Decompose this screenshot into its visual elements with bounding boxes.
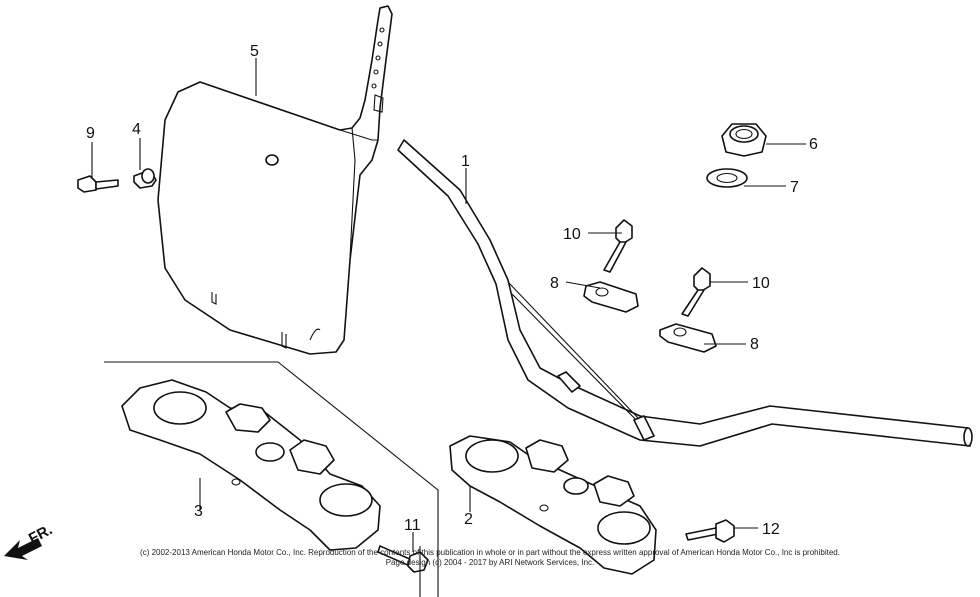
arrow-down-left-icon: [4, 538, 42, 560]
callout-4: 4: [132, 121, 141, 138]
callout-12: 12: [762, 521, 780, 538]
holder-part-8-upper[interactable]: [583, 281, 639, 313]
bolt-part-11[interactable]: [377, 545, 429, 573]
callout-10-upper: 10: [563, 226, 581, 243]
collar-part-4[interactable]: [133, 168, 157, 189]
number-plate[interactable]: [157, 5, 393, 355]
copyright-notice: (c) 2002-2013 American Honda Motor Co., …: [140, 548, 840, 557]
bolt-part-12[interactable]: [685, 519, 735, 543]
page-design-notice: Page design (c) 2004 - 2017 by ARI Netwo…: [385, 558, 595, 567]
washer-part-7[interactable]: [706, 168, 748, 188]
bottom-bridge-part-2[interactable]: [449, 435, 657, 575]
front-direction-indicator: FR.: [4, 521, 55, 560]
bolt-part-10-upper[interactable]: [603, 219, 633, 273]
nut-part-6[interactable]: [721, 123, 767, 157]
bolt-part-10-lower[interactable]: [681, 267, 711, 317]
callout-5: 5: [250, 43, 259, 60]
callout-6: 6: [809, 136, 818, 153]
holder-part-8-lower[interactable]: [659, 323, 717, 353]
callout-8-upper: 8: [550, 275, 559, 292]
handlebar[interactable]: [397, 139, 973, 447]
callout-1: 1: [461, 153, 470, 170]
bolt-part-9[interactable]: [77, 175, 119, 193]
assembly-line-upper: [104, 361, 439, 597]
callout-9: 9: [86, 125, 95, 142]
callout-10-lower: 10: [752, 275, 770, 292]
callout-3: 3: [194, 503, 203, 520]
callout-7: 7: [790, 179, 799, 196]
callout-2: 2: [464, 511, 473, 528]
callout-11: 11: [404, 517, 421, 534]
callout-8-lower: 8: [750, 336, 759, 353]
top-bridge-part-3[interactable]: [121, 379, 381, 551]
